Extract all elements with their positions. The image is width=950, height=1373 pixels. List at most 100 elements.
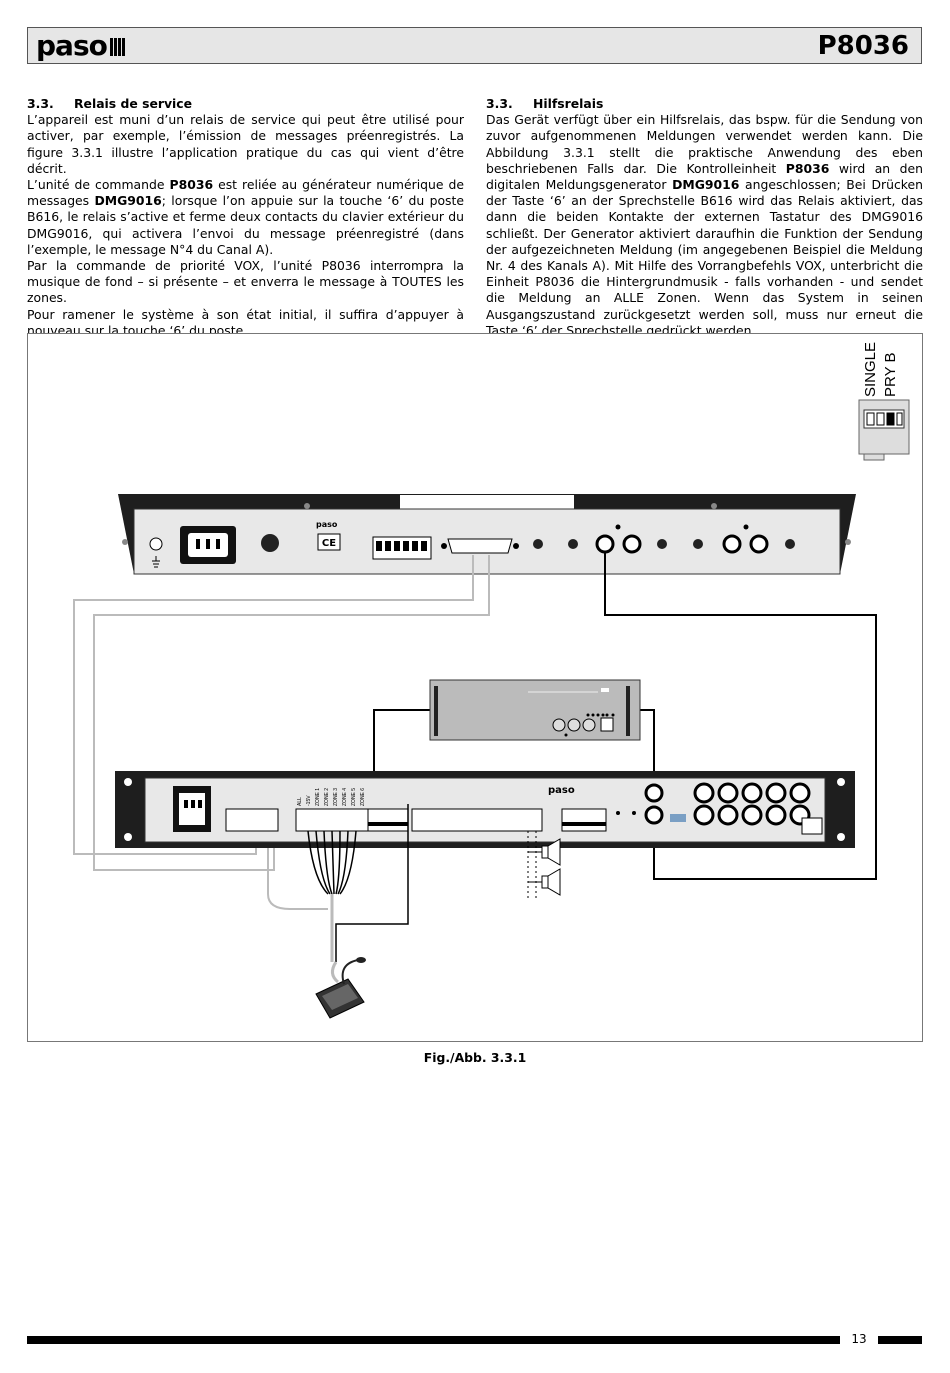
zone-label: ZONE 4 [342,788,348,806]
inlet-pin [206,539,210,549]
speaker-wire [527,831,537,899]
jack-icon [717,804,739,826]
zone-wire [323,830,333,895]
jack-icon [789,782,811,804]
terminal-contact [412,541,418,551]
led-icon [605,713,609,717]
terminal-housing [295,808,373,832]
mic-gooseneck [341,959,359,985]
footer-rule [27,1336,840,1344]
dip-lever [896,412,903,426]
terminal-housing [225,808,279,832]
led-icon [596,713,600,717]
terminal-strip-left [225,808,607,832]
german-section-heading: 3.3.Hilfsrelais [486,96,923,112]
bold-text: P8036 [169,177,214,193]
ground-screw-icon [149,537,163,551]
zone-wire [339,830,357,895]
terminal-contact [394,541,400,551]
rca-jack-icon [644,805,664,825]
rca-jack-icon [622,534,642,554]
mic-keypad [322,984,358,1010]
wire-black [335,804,409,962]
jack-icon [717,782,739,804]
rca-jack-icon [533,539,543,549]
led-icon [564,733,568,737]
rack-hole-icon [124,833,132,841]
wire-grey [93,555,490,871]
speakers [527,831,561,899]
section-title: Hilfsrelais [533,96,604,111]
german-column: 3.3.Hilfsrelais Das Gerät verfügt über e… [486,96,923,339]
dmg9016-rear-panel: paso CE [118,494,856,575]
dip-switch-icon [670,814,686,822]
speaker-icon [541,875,549,889]
terminal-contact [421,541,427,551]
text: L’unité de commande [27,177,170,193]
inlet-pin [184,800,188,808]
wire-grey [73,555,474,855]
knob-icon [567,718,581,732]
zone-label: ALL [297,797,303,806]
jack-icon [741,804,763,826]
rca-jack-icon [722,534,742,554]
inlet-pin [216,539,220,549]
inlet-pin [196,539,200,549]
zone-label: ZONE 1 [315,788,321,806]
zone-labels: ALL -15V ZONE 1 ZONE 2 ZONE 3 ZONE 4 ZON… [297,788,366,806]
wire-black [638,709,655,784]
zone-wire [331,830,335,895]
rca-jack-icon [568,539,578,549]
logo-text: paso [36,29,108,62]
text: Das Gerät verfügt über ein Hilfsrelais, … [486,112,923,176]
wiring-diagram-figure: SINGLE PRY B paso [27,333,923,1042]
french-column: 3.3.Relais de service L’appareil est mun… [27,96,464,339]
footer-rule [878,1336,922,1344]
connector-screw [513,543,519,549]
terminal-housing [367,808,409,832]
rack-hole-icon [837,833,845,841]
zone-label: -15V [306,795,312,806]
panel-notch [400,495,574,509]
page-number: 13 [851,1332,867,1346]
screw-icon [743,524,749,530]
zone-label: ZONE 5 [351,788,357,806]
wire-black [604,552,877,880]
dip-lever [876,412,885,426]
rca-jack-icon [595,534,615,554]
led-icon [601,713,605,717]
screw-icon [615,524,621,530]
logo-bars-icon [109,32,125,62]
text: ; lorsque l’on appuie sur la touche ‘6’ … [27,193,464,257]
speaker-wire [528,851,542,883]
inlet-socket [179,793,205,825]
figure-caption: Fig./Abb. 3.3.1 [423,1050,527,1065]
ce-mark: CE [322,538,336,549]
speaker-icon [541,845,549,859]
xlr-jacks [693,782,811,826]
speaker-cone [547,838,561,866]
bold-text: DMG9016 [672,177,740,193]
p8036-rear-panel: ALL -15V ZONE 1 ZONE 2 ZONE 3 ZONE 4 ZON… [115,771,855,848]
rca-jack-icon [657,539,667,549]
microphone-station-icon [315,957,366,1019]
inlet-pin [191,800,195,808]
wire-grey [267,834,328,910]
paragraph: Das Gerät verfügt über ein Hilfsrelais, … [486,112,923,339]
zone-wire-bundle [307,830,357,895]
jack-icon [693,782,715,804]
page-header: paso P8036 [27,27,922,64]
section-title: Relais de service [74,96,193,111]
dmg9016-front-unit [429,679,641,741]
ce-box [801,817,823,835]
dip-label-single: SINGLE [862,342,879,397]
bold-text: DMG9016 [94,193,162,209]
screw-icon [122,539,128,545]
zone-label: ZONE 3 [333,788,339,806]
rca-jack-icon [644,783,664,803]
bold-text: P8036 [785,160,830,176]
paso-logo: paso [36,31,125,62]
dip-lever [886,412,895,426]
led-icon [591,713,595,717]
connector-screw [441,543,447,549]
